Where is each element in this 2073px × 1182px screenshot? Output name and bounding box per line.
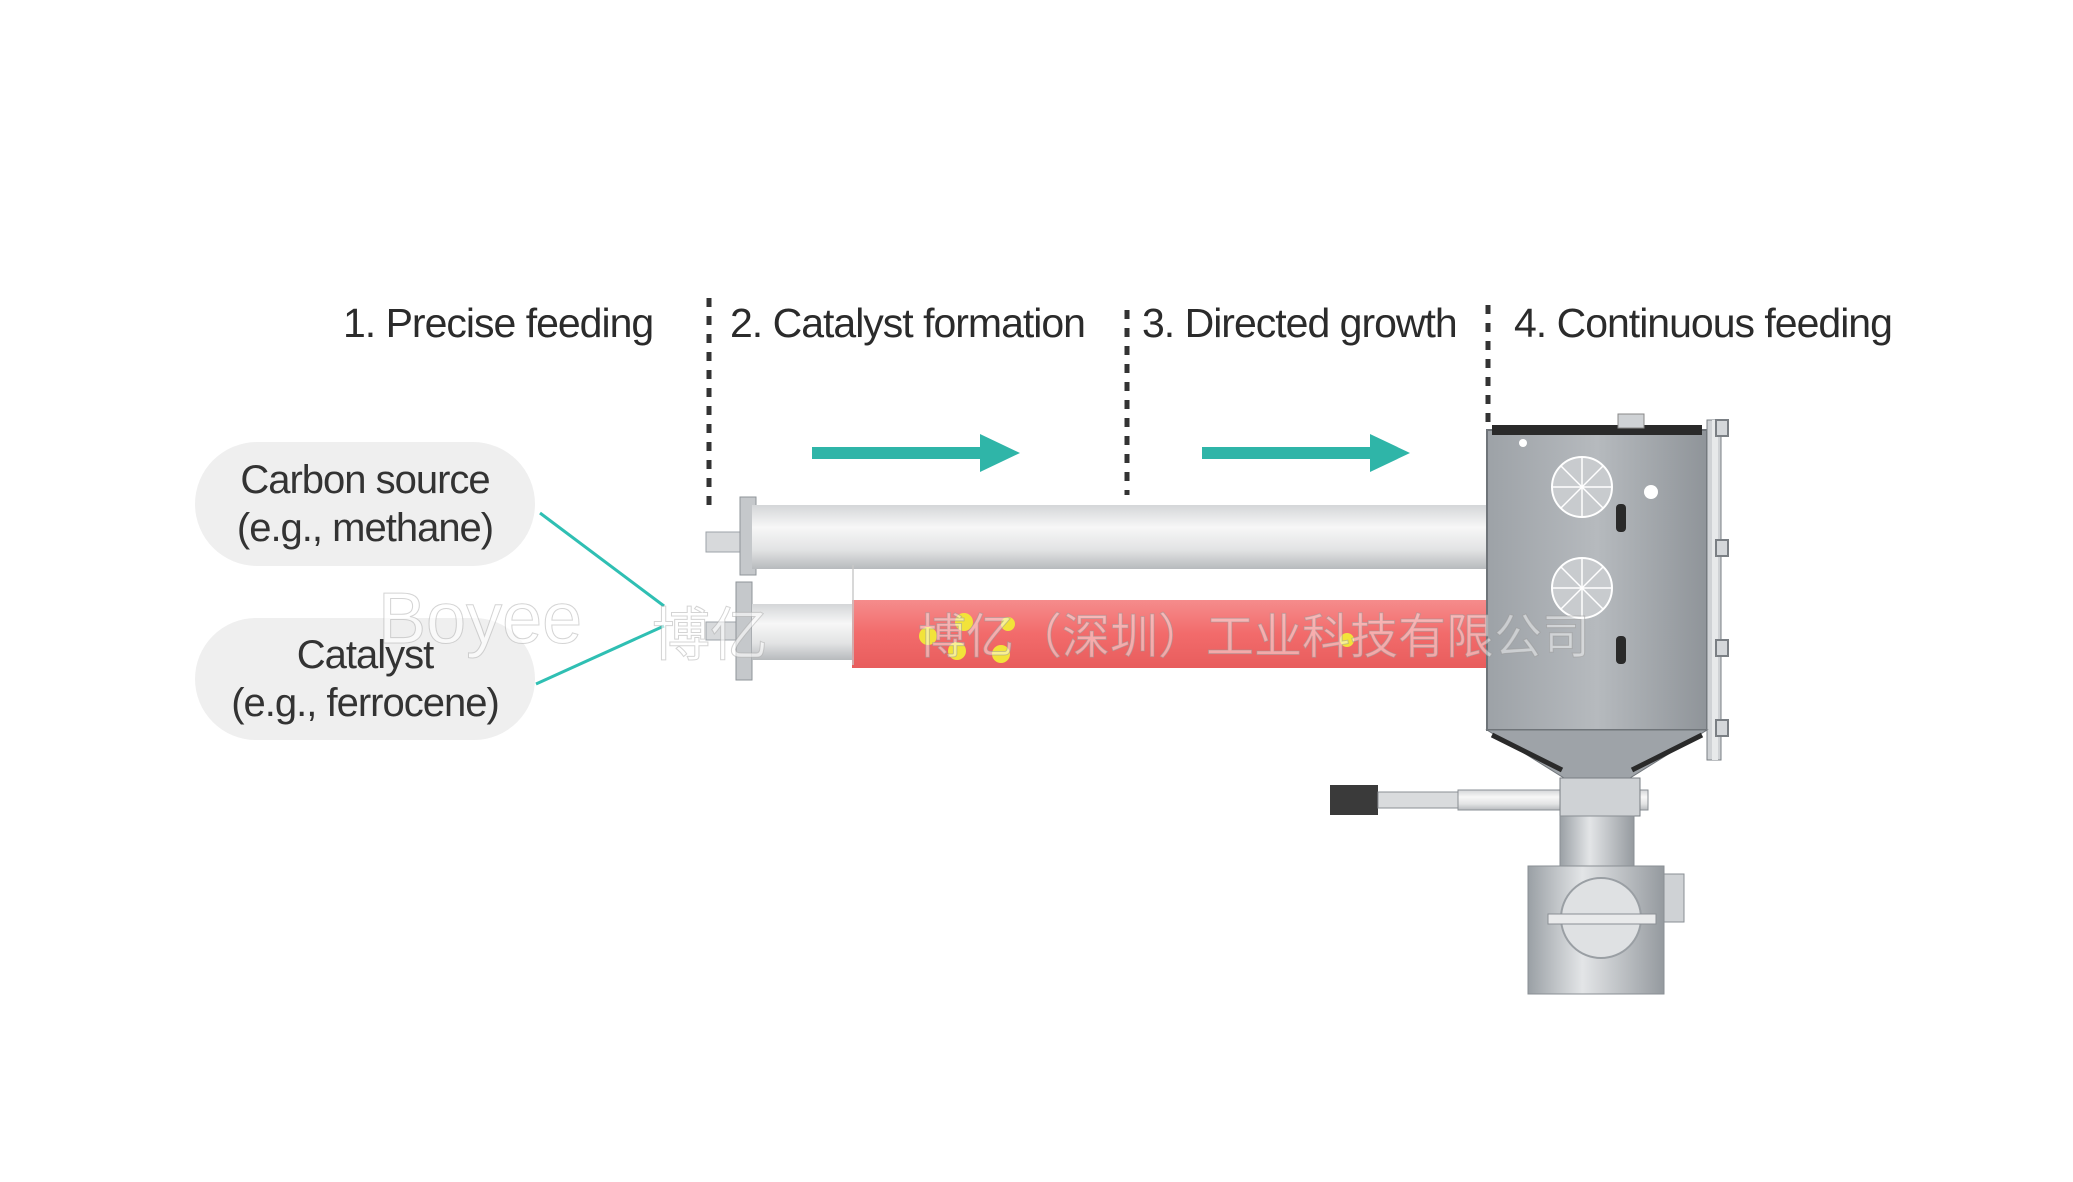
catalyst-particles	[919, 613, 1354, 663]
catalyst-name: Catalyst	[296, 633, 435, 677]
discharge-column	[1527, 815, 1685, 995]
stage-label-continuous-feeding: 4. Continuous feeding	[1514, 300, 1893, 346]
upper-gas-tube	[705, 496, 1512, 576]
stage-label-precise-feeding: 1. Precise feeding	[343, 300, 654, 346]
connector-carbon	[539, 511, 665, 608]
watermark-company: 博亿（深圳）工业科技有限公司	[917, 609, 1591, 666]
stage-label-directed-growth: 3. Directed growth	[1142, 300, 1458, 346]
catalyst-pill: Catalyst (e.g., ferrocene)	[195, 618, 535, 740]
watermark-divider	[852, 565, 854, 665]
carbon-source-name: Carbon source	[240, 458, 490, 502]
carbon-source-example: (e.g., methane)	[236, 506, 494, 550]
collection-tank	[1485, 413, 1729, 779]
watermark-brand-cn: 博亿	[651, 601, 769, 670]
screw-feeder	[1330, 777, 1649, 817]
stage-label-catalyst-formation: 2. Catalyst formation	[730, 300, 1086, 346]
catalyst-example: (e.g., ferrocene)	[231, 681, 500, 725]
watermark-brand-latin: Boyee	[377, 579, 583, 660]
carbon-source-pill: Carbon source (e.g., methane)	[195, 442, 535, 566]
flow-arrow-1	[812, 434, 1020, 472]
connector-catalyst	[535, 624, 665, 686]
flow-arrow-2	[1202, 434, 1410, 472]
